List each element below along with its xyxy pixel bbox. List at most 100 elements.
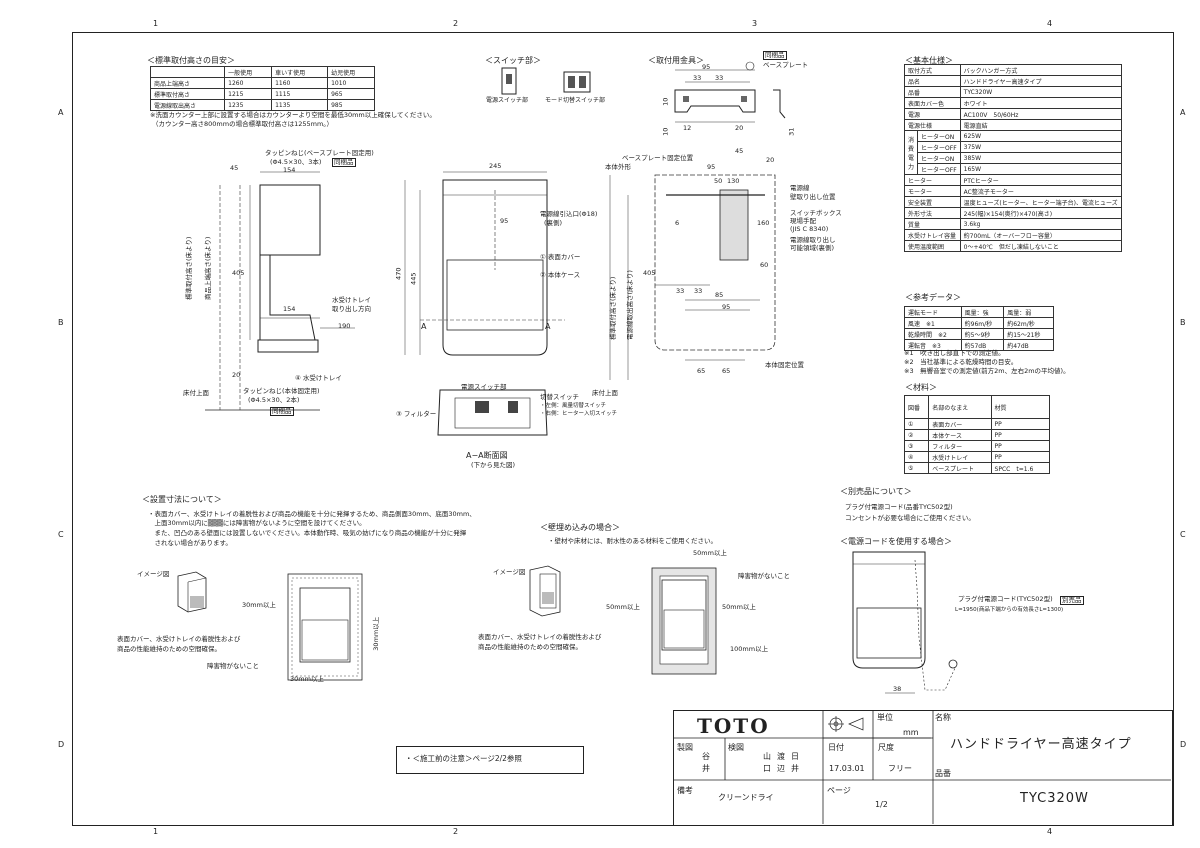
ref-note3: ※3 無響音室での測定値(前方2m、左右2mの平均値)。 [904,367,1070,375]
back-dim-160: 160 [757,219,770,227]
side-label-tray-dir: 水受けトレイ [332,296,371,304]
side-dim-405: 405 [232,269,245,277]
front-label-mode-left: ・左側：風量切替スイッチ [540,403,607,409]
separate-line2: コンセントが必要な場合にご使用ください。 [845,514,975,522]
switch-power-label: 電源スイッチ部 [486,97,529,104]
side-label-std-height: 標準取付高さ(床より) [185,236,193,300]
side-label-tray-dir2: 取り出し方向 [332,305,371,313]
bracket-dim-20: 20 [735,124,744,132]
back-dim-85: 85 [715,291,724,299]
install-dim-right: 30mm以上 [372,616,381,651]
back-label-std-height: 標準取付高さ(床より) [609,276,617,340]
recess-dim-left: 50mm以上 [606,603,640,611]
bracket-dim-10b: 10 [661,127,670,136]
tb-note: クリーンドライ [718,793,774,802]
back-dim-405: 405 [643,269,656,277]
back-dim-60: 60 [760,261,769,269]
tb-scale-label: 尺度 [878,743,894,752]
side-dim-20: 20 [232,371,241,379]
front-label-inlet2: (裏側) [544,219,563,227]
separate-line1: プラグ付電源コード(品番TYC502型) [845,503,953,511]
recess-dim-right: 50mm以上 [722,603,756,611]
tb-check2-3: 井 [791,764,799,773]
grid-side-b-r: B [1180,318,1186,327]
tb-check-2: 渡 [777,752,785,761]
back-label-cable-area2: 可能領域(裏側) [790,244,835,252]
back-view-drawing [609,174,776,380]
cord-label: プラグ付電源コード(TYC502型) [958,595,1053,603]
bracket-dim-12: 12 [683,124,692,132]
material-title: ＜材料＞ [905,383,937,392]
back-dim-45: 45 [735,147,744,155]
back-label-base-fix: ベースプレート固定位置 [622,154,694,162]
caution-box [396,746,584,774]
front-label-cover: ① 表面カバー [540,253,581,261]
front-dim-445: 445 [409,272,418,285]
side-dim-154b: 154 [283,305,296,313]
tb-note-label: 備考 [677,786,693,795]
tb-name: ハンドドライヤー高速タイプ [950,737,1132,752]
grid-side-c-r: C [1180,530,1186,539]
side-dim-154a: 154 [283,166,296,174]
back-label-floor: 床付上面 [592,389,618,397]
cord-drawing [852,551,958,694]
tb-name-label: 名称 [935,713,951,722]
caution-text: ・＜施工前の注意＞ページ2/2参照 [405,754,522,763]
bracket-title: ＜取付用金具＞ [648,56,704,65]
cord-title: ＜電源コードを使用する場合＞ [840,537,952,546]
bracket-dim-33b: 33 [715,74,724,82]
side-label-screw: タッピンねじ(ベースプレート固定用) [265,149,374,157]
tb-check-label: 検図 [728,743,744,752]
title-block-lines [673,710,1171,824]
bracket-dim-33a: 33 [693,74,702,82]
side-view-drawing [205,171,355,411]
install-line3: また、凹凸のある壁面には設置しないでください。本体動作時、吸気の妨げになり商品の… [148,529,467,537]
spec-title: ＜基本仕様＞ [905,56,953,65]
install-dim-bottom: 30mm以上 [290,675,324,683]
grid-bottom-1: 1 [153,827,159,836]
tb-page-label: ページ [827,786,851,795]
install-title: ＜設置寸法について＞ [142,495,222,504]
front-label-a-right: A [545,322,551,331]
front-label-section2: (下から見た図) [471,461,516,469]
install-note: 表面カバー、水受けトレイの着脱性および [117,635,241,643]
front-label-section: A−A断面図 [466,451,508,460]
side-label-floor: 床付上面 [183,389,209,397]
tb-scale: フリー [888,764,912,773]
install-line4: されない場合があります。 [148,539,232,547]
tb-part: TYC320W [1020,791,1089,806]
back-dim-33b: 33 [694,287,703,295]
recess-line: ・壁材や床材には、耐水性のある材料をご使用ください。 [548,537,717,545]
grid-top-3: 3 [752,19,758,28]
side-label-screw-body: タッピンねじ(本体固定用) [243,387,320,395]
separate-title: ＜別売品について＞ [840,487,912,496]
grid-side-b: B [58,318,64,327]
front-label-mode-right: ・右側：ヒーター入切スイッチ [540,411,618,417]
drawing-frame [72,32,1174,826]
tb-page: 1/2 [875,800,888,809]
bracket-dim-10a: 10 [661,97,670,106]
std-height-note1: ※洗面カウンター上部に設置する場合はカウンターより空間を最低30mm以上確保して… [150,111,436,119]
front-dim-470: 470 [394,267,403,280]
cord-tag: 別売品 [1060,596,1084,606]
cord-dim: 38 [893,685,902,693]
back-dim-65b: 65 [722,367,731,375]
side-label-screw-body2: (Φ4.5×30、2本) [248,396,300,404]
recess-note2: 商品の性能維持のための空間確保。 [478,643,582,651]
front-label-case: ② 本体ケース [540,271,581,279]
tb-check-3: 日 [791,752,799,761]
side-label-screw2: (Φ4.5×30、3本) [270,158,322,166]
back-label-outline: 本体外形 [605,163,631,171]
install-clearance-drawing [287,573,363,681]
side-dim-45: 45 [230,164,239,172]
back-label-switchbox: スイッチボックス [790,209,842,217]
side-label-tray: ④ 水受けトレイ [295,374,342,382]
back-label-switchbox3: (JIS C 8340) [790,225,829,233]
install-line1: ・表面カバー、水受けトレイの着脱性および商品の機能を十分に発揮するため、商品側面… [148,510,476,518]
tb-check-1: 山 [763,752,771,761]
brand-logo: TOTO [697,714,770,738]
grid-side-a-r: A [1180,108,1186,117]
tb-made-label: 製図 [677,743,693,752]
ref-note1: ※1 吹き出し部直下での測定値。 [904,349,1005,357]
